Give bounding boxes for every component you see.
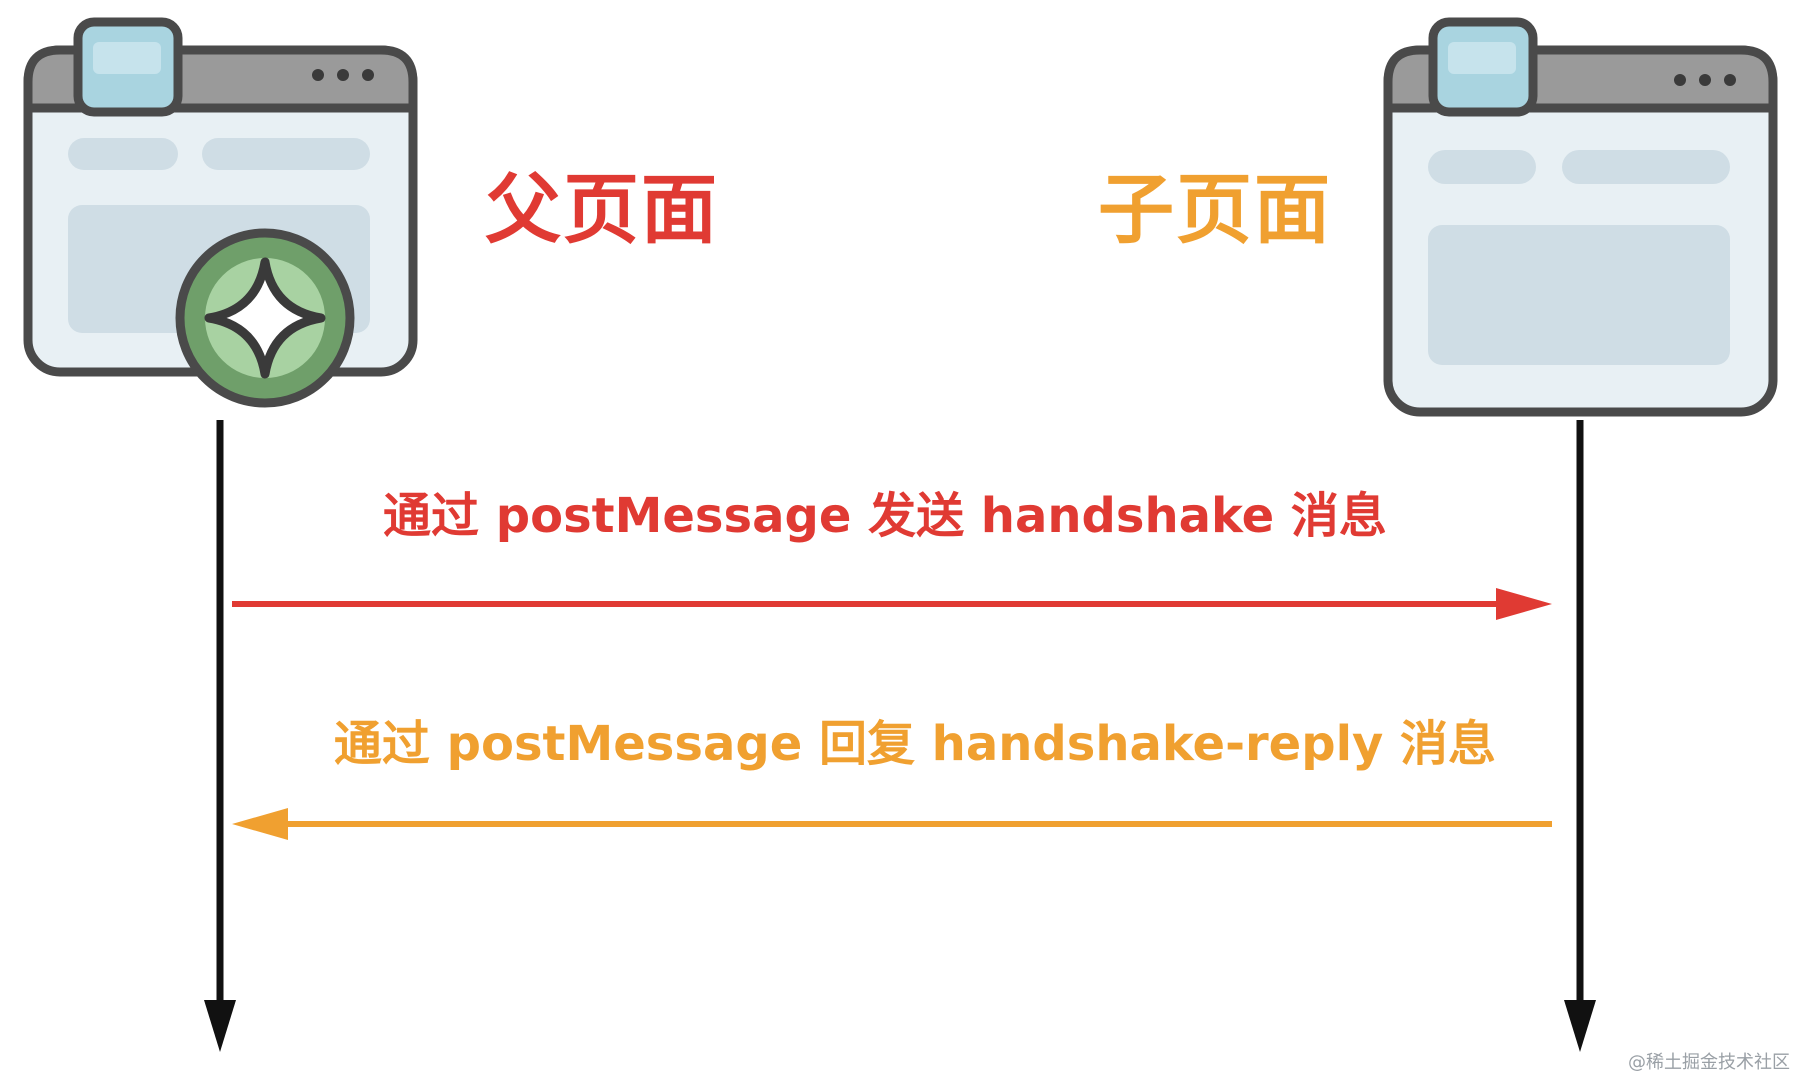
- dot-icon: [337, 69, 349, 81]
- send-arrow: [232, 588, 1552, 620]
- watermark: @稀土掘金技术社区: [1628, 1052, 1790, 1073]
- child-window-icon: [1383, 17, 1778, 417]
- child-lifeline: [1564, 420, 1596, 1052]
- dot-icon: [312, 69, 324, 81]
- send-message-label: 通过 postMessage 发送 handshake 消息: [383, 488, 1387, 544]
- dot-icon: [1724, 74, 1736, 86]
- parent-page-label: 父页面: [485, 165, 719, 254]
- reply-message-label: 通过 postMessage 回复 handshake-reply 消息: [333, 716, 1497, 772]
- dot-icon: [362, 69, 374, 81]
- dot-icon: [1699, 74, 1711, 86]
- sparkle-badge-icon: [175, 228, 355, 408]
- child-page-label: 子页面: [1098, 165, 1332, 254]
- dot-icon: [1674, 74, 1686, 86]
- parent-lifeline: [204, 420, 236, 1052]
- reply-arrow: [232, 808, 1552, 840]
